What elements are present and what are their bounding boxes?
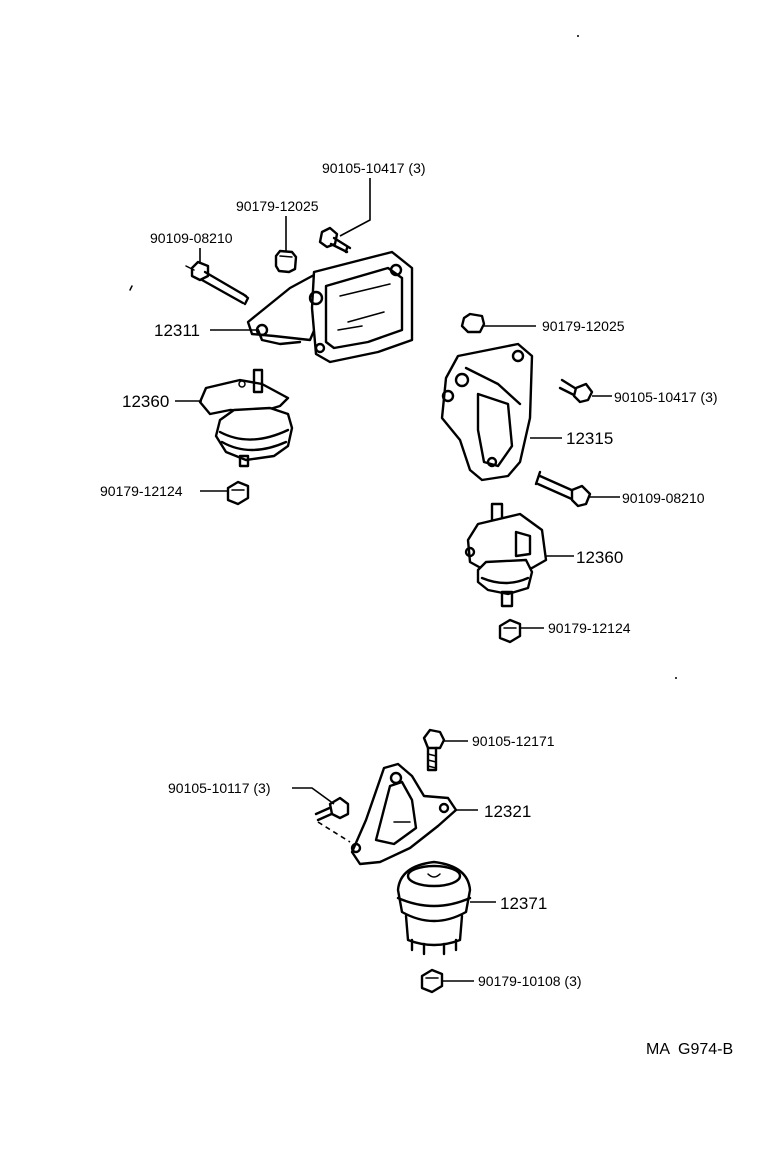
label-bolt-10417-right: 90105-10417 (3)	[614, 389, 718, 405]
label-bolt-12171: 90105-12171	[472, 733, 555, 749]
bolt-10417-right	[558, 378, 594, 404]
bracket-12315	[440, 342, 534, 482]
label-mount-12360-left: 12360	[122, 392, 169, 411]
label-bolt-10117: 90105-10117 (3)	[168, 780, 270, 796]
mount-12360-right	[464, 502, 548, 608]
label-stud-08210-right: 90109-08210	[622, 490, 705, 506]
leader-lines	[175, 178, 620, 982]
label-nut-12124-left: 90179-12124	[100, 483, 183, 499]
bolt-10117	[314, 796, 351, 843]
label-mount-12360-right: 12360	[576, 548, 623, 567]
label-nut-12025-top: 90179-12025	[236, 198, 319, 214]
nut-12025-top	[274, 249, 298, 274]
label-nut-10108: 90179-10108 (3)	[478, 973, 582, 989]
bracket-12311	[246, 250, 414, 364]
stud-08210-right	[534, 470, 592, 508]
label-bolt-10417-top: 90105-10417 (3)	[322, 160, 426, 176]
label-nut-12124-right: 90179-12124	[548, 620, 631, 636]
label-bracket-12321: 12321	[484, 802, 531, 821]
label-bracket-12311: 12311	[154, 321, 200, 340]
mount-12371	[396, 860, 472, 956]
bolt-12171	[422, 728, 446, 772]
mount-12360-left	[198, 368, 294, 468]
nut-12124-right	[498, 618, 522, 644]
nut-10108	[420, 968, 444, 994]
label-bracket-12315: 12315	[566, 429, 613, 448]
nut-12124-left	[226, 480, 250, 506]
bolt-10417-top	[318, 226, 352, 254]
speck	[577, 35, 579, 37]
label-nut-12025-right: 90179-12025	[542, 318, 625, 334]
speck	[129, 285, 133, 291]
nut-12025-right	[460, 312, 486, 334]
speck	[675, 677, 677, 679]
bracket-12321	[350, 762, 458, 866]
label-mount-12371: 12371	[500, 894, 547, 913]
label-stud-08210-left: 90109-08210	[150, 230, 233, 246]
diagram-code: MA G974-B	[646, 1041, 733, 1058]
stud-08210-left	[185, 260, 250, 306]
part-labels: 90105-10417 (3) 90179-12025 90109-08210 …	[100, 160, 733, 1058]
